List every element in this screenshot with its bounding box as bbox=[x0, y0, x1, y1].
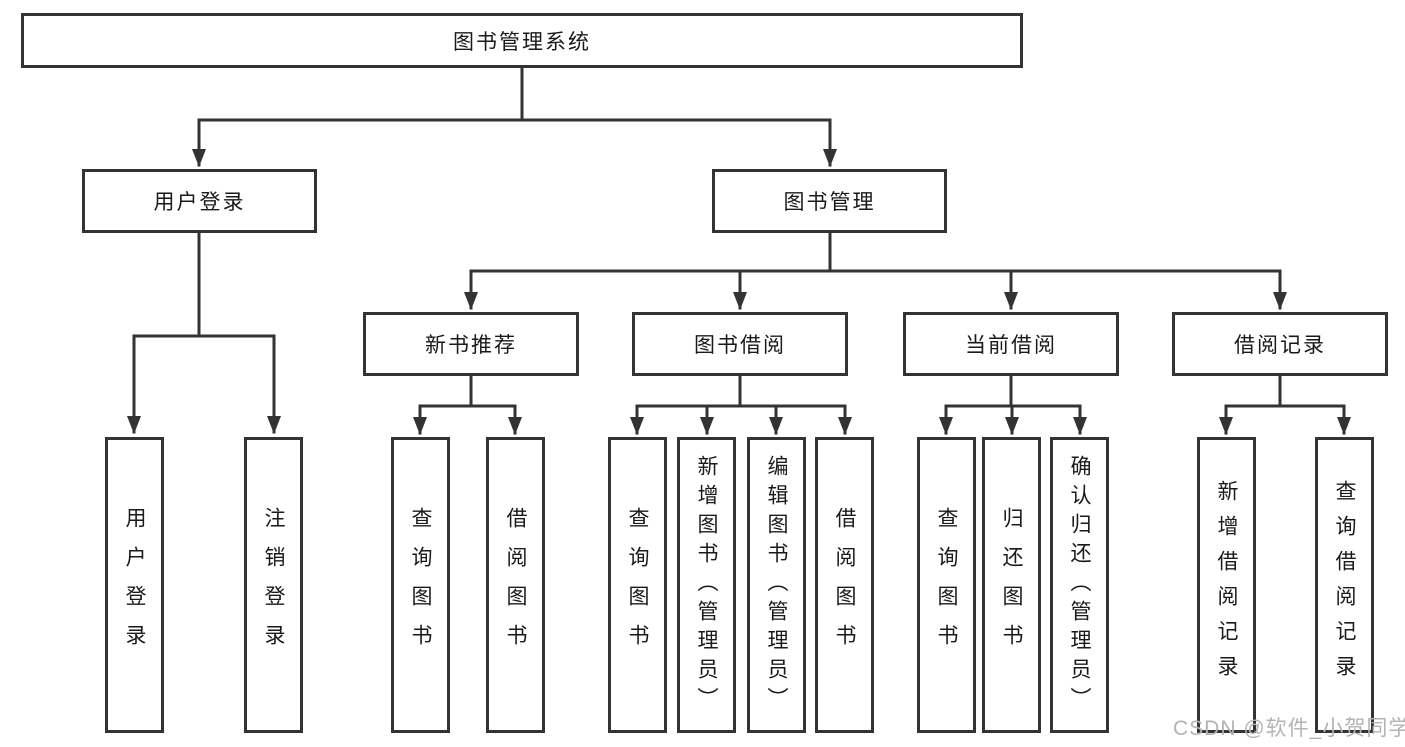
node-label: 当前借阅 bbox=[965, 334, 1057, 357]
node-add-borrow-record: 新增借阅记录 bbox=[1197, 437, 1256, 733]
node-label: 新增图书（管理员） bbox=[695, 454, 718, 716]
node-label: 归还图书 bbox=[1000, 507, 1023, 663]
node-borrow-books-action: 借阅图书 bbox=[815, 437, 874, 733]
node-book-borrow: 图书借阅 bbox=[632, 312, 848, 376]
node-query-books-recommend: 查询图书 bbox=[391, 437, 450, 733]
node-user-login: 用户登录 bbox=[82, 169, 317, 233]
node-label: 借阅图书 bbox=[833, 507, 856, 663]
node-label: 用户登录 bbox=[123, 507, 146, 663]
node-borrow-records: 借阅记录 bbox=[1172, 312, 1388, 376]
node-edit-book-admin: 编辑图书（管理员） bbox=[747, 437, 806, 733]
node-label: 图书借阅 bbox=[694, 334, 786, 357]
node-label: 图书管理系统 bbox=[453, 30, 591, 54]
node-query-books-borrow: 查询图书 bbox=[608, 437, 667, 733]
node-library-system: 图书管理系统 bbox=[21, 13, 1023, 68]
node-label: 编辑图书（管理员） bbox=[765, 454, 788, 716]
node-label: 查询图书 bbox=[409, 507, 432, 663]
node-label: 借阅图书 bbox=[504, 507, 527, 663]
node-label: 图书管理 bbox=[783, 191, 876, 214]
node-label: 借阅记录 bbox=[1234, 334, 1326, 357]
node-label: 查询图书 bbox=[626, 507, 649, 663]
node-book-management: 图书管理 bbox=[712, 169, 947, 233]
node-label: 用户登录 bbox=[153, 191, 246, 214]
node-query-borrow-record: 查询借阅记录 bbox=[1315, 437, 1374, 733]
node-confirm-return-admin: 确认归还（管理员） bbox=[1050, 437, 1109, 733]
node-logout-action: 注销登录 bbox=[244, 437, 303, 733]
node-add-book-admin: 新增图书（管理员） bbox=[677, 437, 736, 733]
node-label: 新书推荐 bbox=[425, 334, 517, 357]
node-user-login-action: 用户登录 bbox=[105, 437, 164, 733]
node-return-book: 归还图书 bbox=[982, 437, 1041, 733]
node-label: 查询图书 bbox=[935, 507, 958, 663]
node-label: 新增借阅记录 bbox=[1215, 480, 1238, 690]
node-query-books-current: 查询图书 bbox=[917, 437, 976, 733]
node-new-book-recommend: 新书推荐 bbox=[363, 312, 579, 376]
node-label: 注销登录 bbox=[262, 507, 285, 663]
node-current-borrow: 当前借阅 bbox=[903, 312, 1119, 376]
node-borrow-books-recommend: 借阅图书 bbox=[486, 437, 545, 733]
csdn-watermark: CSDN @软件_小贺同学 bbox=[1173, 717, 1405, 740]
node-label: 确认归还（管理员） bbox=[1068, 454, 1091, 716]
node-label: 查询借阅记录 bbox=[1333, 480, 1356, 690]
